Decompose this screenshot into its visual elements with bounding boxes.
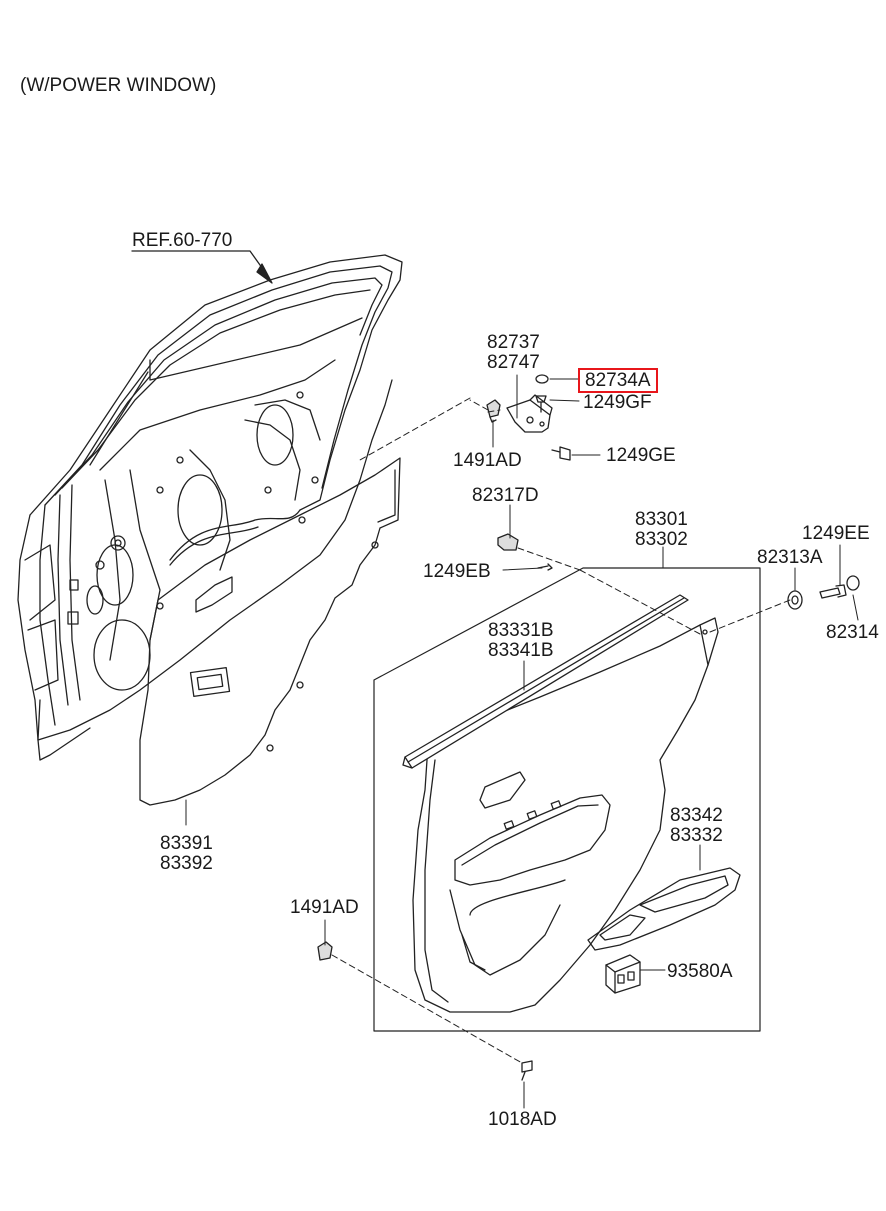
part-label-82313a[interactable]: 82313A: [757, 547, 823, 568]
part-label-1018ad[interactable]: 1018AD: [488, 1109, 557, 1130]
part-label-93580a[interactable]: 93580A: [667, 961, 733, 982]
part-label-1249gf[interactable]: 1249GF: [583, 392, 652, 413]
bracket-assembly-drawing: [486, 374, 571, 461]
ref-label[interactable]: REF.60-770: [132, 230, 233, 251]
part-label-83331b[interactable]: 83331B: [488, 620, 554, 641]
part-label-group-83342: 83342 83332: [670, 806, 723, 846]
lower-fasteners-drawing: [317, 941, 533, 1081]
part-label-82734a-highlighted[interactable]: 82734A: [578, 368, 658, 393]
part-label-1249eb[interactable]: 1249EB: [423, 561, 491, 582]
part-label-82317d[interactable]: 82317D: [472, 485, 539, 506]
part-label-1249ge[interactable]: 1249GE: [606, 445, 676, 466]
part-label-82747[interactable]: 82747: [487, 352, 540, 373]
part-label-83341b[interactable]: 83341B: [488, 640, 554, 661]
part-label-1491ad-lower[interactable]: 1491AD: [290, 897, 359, 918]
trim-panel-drawing: [373, 567, 761, 1032]
diagram-title: (W/POWER WINDOW): [20, 75, 217, 96]
fastener-group-drawing: [787, 575, 860, 610]
part-label-83392[interactable]: 83392: [160, 853, 213, 874]
part-label-group-83331b: 83331B 83341B: [488, 621, 554, 661]
window-switch-drawing: [605, 954, 641, 994]
clip-82317d-drawing: [497, 533, 553, 571]
part-label-group-83391: 83391 83392: [160, 834, 213, 874]
insulation-pad-drawing: [139, 457, 401, 806]
door-frame-drawing: [17, 254, 403, 761]
leader-lines: [185, 374, 859, 1109]
part-label-1249ee[interactable]: 1249EE: [802, 523, 870, 544]
part-label-group-83301: 83301 83302: [635, 510, 688, 550]
part-label-83391[interactable]: 83391: [160, 833, 213, 854]
part-label-1491ad-upper[interactable]: 1491AD: [453, 450, 522, 471]
part-label-83332[interactable]: 83332: [670, 825, 723, 846]
part-label-83301[interactable]: 83301: [635, 509, 688, 530]
part-label-83342[interactable]: 83342: [670, 805, 723, 826]
ref-leader: [131, 250, 273, 284]
part-label-82737[interactable]: 82737: [487, 332, 540, 353]
weatherstrip-drawing: [402, 594, 689, 769]
part-label-group-82737: 82737 82747: [487, 333, 540, 373]
assembly-lines: [331, 397, 791, 1064]
part-label-83302[interactable]: 83302: [635, 529, 688, 550]
switch-bezel-drawing: [587, 867, 741, 951]
part-label-82314[interactable]: 82314: [826, 622, 879, 643]
